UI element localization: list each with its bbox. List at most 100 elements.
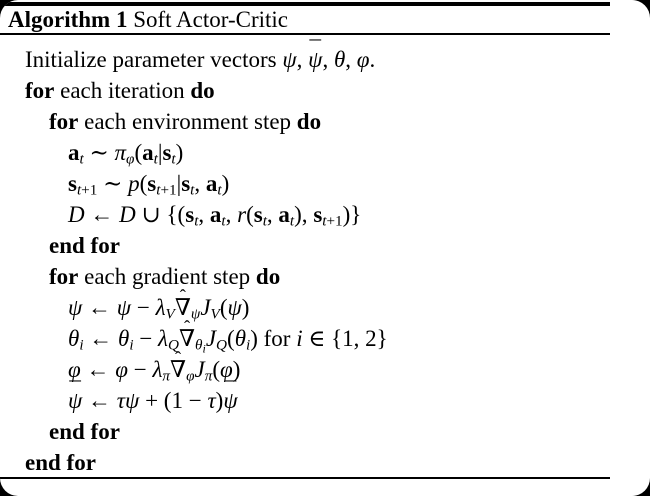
algorithm-label: Algorithm 1 — [8, 7, 128, 32]
token: ∇ — [174, 295, 191, 320]
title-rule — [0, 33, 610, 35]
token: s — [147, 171, 157, 196]
token: λ — [158, 326, 169, 351]
token: ψ — [68, 295, 83, 320]
token: i — [246, 336, 251, 354]
token: t — [289, 212, 295, 230]
token: ψ — [227, 295, 242, 320]
token: ) — [215, 388, 224, 413]
token: ψ — [190, 305, 201, 323]
token: t — [76, 181, 82, 199]
token: , — [194, 171, 206, 196]
token: . — [369, 47, 376, 72]
token: τ — [116, 388, 126, 413]
token: φ — [115, 357, 128, 382]
hat-accent: ˆ∇ — [174, 287, 191, 320]
token: a — [205, 171, 218, 196]
token: ) — [221, 171, 230, 196]
token: ) — [175, 140, 184, 165]
token: ψ — [308, 47, 323, 72]
token: end for — [49, 233, 120, 258]
token: ( — [246, 202, 254, 227]
algorithm-line: Initialize parameter vectors ψ, ¯ψ, θ, φ… — [0, 38, 650, 75]
token: ← — [84, 202, 120, 227]
bar-accent: ¯ψ — [68, 379, 82, 412]
token: ∇ — [178, 326, 196, 351]
token: for — [49, 264, 79, 289]
token: + (1 − — [139, 388, 208, 413]
token: each environment step — [78, 109, 297, 134]
token: V — [210, 305, 220, 323]
algorithm-title: Algorithm 1 Soft Actor-Critic — [8, 7, 288, 32]
hat-accent: ˆ∇ — [178, 318, 196, 351]
token: end for — [25, 450, 96, 475]
token: s — [68, 171, 77, 196]
token: ) — [250, 326, 258, 351]
token: each iteration — [54, 78, 191, 103]
token: ( — [227, 326, 235, 351]
token: − — [133, 326, 159, 351]
top-rule — [0, 2, 610, 6]
token: for — [49, 109, 79, 134]
token: p — [128, 171, 140, 196]
token: )} — [342, 202, 362, 227]
token: t — [190, 181, 195, 199]
token: ∼ — [83, 140, 115, 165]
token: ∇ — [170, 357, 187, 382]
token: t — [322, 212, 327, 230]
token: ← — [83, 326, 119, 351]
token: π — [114, 140, 127, 165]
algorithm-line: end for — [0, 230, 650, 261]
token: λ — [152, 357, 163, 382]
token: s — [162, 140, 172, 165]
bottom-rule — [0, 477, 610, 479]
token: , — [345, 47, 357, 72]
token: ( — [134, 140, 143, 165]
algorithm-line: end for — [0, 416, 650, 447]
token: a — [142, 140, 154, 165]
token: | — [176, 171, 182, 196]
token: t — [217, 181, 222, 199]
token: θ — [234, 326, 246, 351]
token: ψ — [282, 47, 297, 72]
script-letter: D — [68, 202, 85, 227]
token: θ — [333, 47, 346, 72]
token: θ — [118, 326, 130, 351]
hat-accent: ˆ∇ — [170, 349, 187, 382]
token: t — [221, 212, 226, 230]
token: φ — [220, 357, 233, 382]
token: ψ — [125, 388, 140, 413]
script-letter: D — [119, 202, 136, 227]
bar-accent: ¯ψ — [223, 379, 237, 412]
token: ( — [219, 295, 228, 320]
token: , — [322, 47, 334, 72]
token: , — [198, 202, 210, 227]
token: Initialize parameter vectors — [25, 47, 283, 72]
token: ← — [82, 388, 117, 413]
token: − — [131, 295, 156, 320]
token: π — [204, 367, 213, 385]
token: ) — [232, 357, 241, 382]
token: r — [237, 202, 247, 227]
token: ψ — [116, 295, 132, 320]
token: λ — [155, 295, 166, 320]
token: i — [202, 341, 206, 356]
token: ), — [294, 202, 314, 227]
token: τ — [207, 388, 216, 413]
token: | — [157, 140, 163, 165]
token: , — [296, 47, 309, 72]
token: s — [185, 202, 195, 227]
token: V — [165, 305, 175, 323]
algorithm-line: at ∼ πφ(at|st) — [0, 137, 650, 168]
token: t — [79, 150, 84, 168]
token: a — [68, 140, 80, 165]
token: t — [156, 181, 161, 199]
algorithm-line: D ← D ∪ {(st, at, r(st, at), st+1)} — [0, 199, 650, 230]
token: J — [194, 357, 205, 382]
token: ∼ — [97, 171, 129, 196]
token: Q — [216, 336, 228, 354]
token: Q — [168, 336, 179, 354]
token: s — [253, 202, 263, 227]
